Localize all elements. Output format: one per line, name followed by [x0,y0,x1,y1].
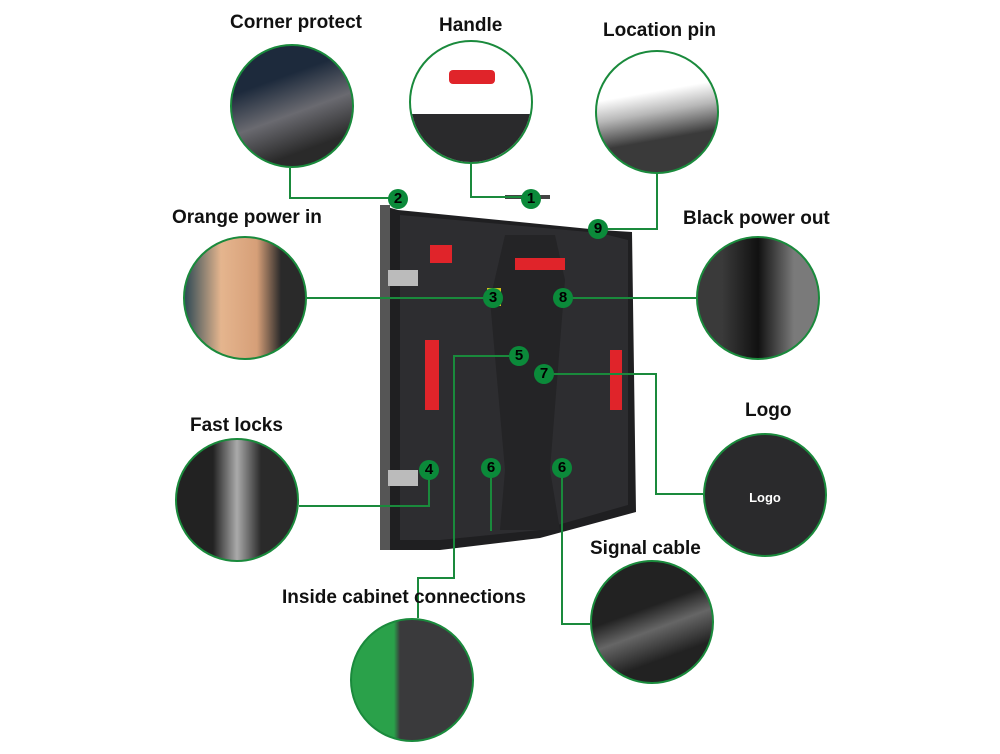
orange-power-in-detail-image [183,236,307,360]
label-handle: Handle [439,15,503,36]
label-black-power-out: Black power out [683,208,830,229]
fast-locks-detail-image [175,438,299,562]
marker-5: 5 [509,346,529,366]
handle-detail-image [409,40,533,164]
label-corner-protect: Corner protect [230,12,362,33]
label-logo: Logo [745,400,792,421]
black-power-out-detail-image [696,236,820,360]
label-fast-locks: Fast locks [190,415,283,436]
corner-protect-detail-image [230,44,354,168]
marker-1: 1 [521,189,541,209]
marker-7: 7 [534,364,554,384]
label-orange-power-in: Orange power in [172,207,322,228]
marker-6-right: 6 [552,458,572,478]
marker-6-left: 6 [481,458,501,478]
label-inside-cabinet: Inside cabinet connections [282,587,526,608]
logo-text: Logo [749,490,781,505]
label-signal-cable: Signal cable [590,538,701,559]
location-pin-detail-image [595,50,719,174]
marker-8: 8 [553,288,573,308]
label-location-pin: Location pin [603,20,716,41]
logo-detail-image: Logo [703,433,827,557]
marker-4: 4 [419,460,439,480]
marker-2: 2 [388,189,408,209]
signal-cable-detail-image [590,560,714,684]
marker-9: 9 [588,219,608,239]
inside-cabinet-detail-image [350,618,474,742]
marker-3: 3 [483,288,503,308]
